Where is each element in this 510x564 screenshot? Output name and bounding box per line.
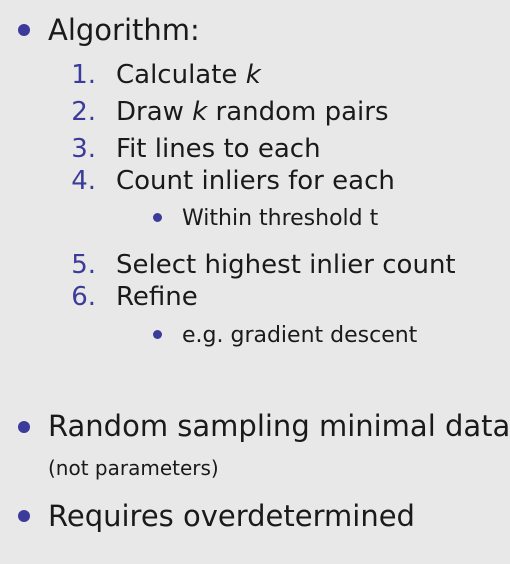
step-1-number: 1. [71, 60, 96, 90]
sub-bullet-dot-icon [153, 213, 162, 222]
step-4-text: Count inliers for each [116, 166, 395, 196]
step-2-number: 2. [71, 97, 96, 127]
step-6-number: 6. [71, 282, 96, 312]
bullet-dot-icon [18, 510, 30, 522]
step-2-text: Draw k random pairs [116, 97, 389, 127]
step-4-subitem: Within threshold t [182, 206, 379, 231]
overdetermined-bullet: Requires overdetermined [48, 499, 415, 533]
step-6-text: Refine [116, 282, 198, 312]
random-sampling-note: (not parameters) [48, 456, 219, 480]
step-3-number: 3. [71, 134, 96, 164]
algorithm-heading: Algorithm: [48, 13, 200, 47]
step-5-number: 5. [71, 250, 96, 280]
step-1-text: Calculate k [116, 60, 261, 90]
random-sampling-bullet: Random sampling minimal data [48, 409, 510, 443]
sub-bullet-dot-icon [153, 330, 162, 339]
step-3-text: Fit lines to each [116, 134, 321, 164]
bullet-dot-icon [18, 24, 30, 36]
bullet-dot-icon [18, 421, 30, 433]
step-6-subitem: e.g. gradient descent [182, 323, 418, 348]
step-4-number: 4. [71, 166, 96, 196]
step-5-text: Select highest inlier count [116, 250, 456, 280]
